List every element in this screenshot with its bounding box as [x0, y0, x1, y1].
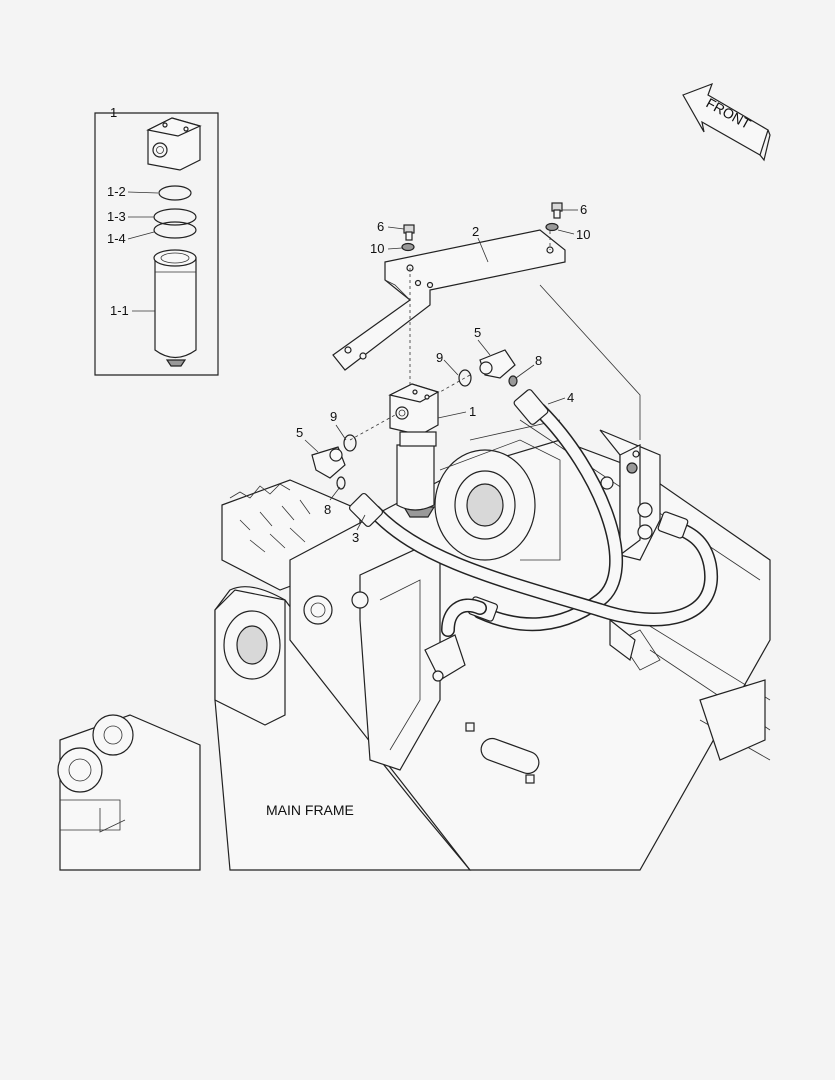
- label-oring-lower: 9: [330, 409, 337, 424]
- small-parts: [311, 202, 563, 490]
- label-washer-right: 10: [576, 227, 590, 242]
- label-seal-lower: 8: [324, 502, 331, 517]
- label-inset-1: 1: [110, 105, 117, 120]
- label-hose-upper: 4: [567, 390, 574, 405]
- label-1-3: 1-3: [107, 209, 126, 224]
- label-1-2: 1-2: [107, 184, 126, 199]
- label-fitting-upper: 5: [474, 325, 481, 340]
- label-seal-upper: 8: [535, 353, 542, 368]
- label-bolt-right: 6: [580, 202, 587, 217]
- label-1-1: 1-1: [110, 303, 129, 318]
- label-oring-upper: 9: [436, 350, 443, 365]
- assembly-lines: [349, 225, 551, 441]
- label-bolt-left: 6: [377, 219, 384, 234]
- callout-labels: 1 1-2 1-3 1-4 1-1 6 6 10 10 2 1 5 5 9 9 …: [107, 95, 754, 818]
- hydraulic-filter: [388, 383, 440, 518]
- front-direction-arrow: [682, 82, 771, 162]
- mounting-bracket: [332, 229, 566, 371]
- label-bracket: 2: [472, 224, 479, 239]
- filter-inset: [94, 112, 219, 376]
- label-washer-left: 10: [370, 241, 384, 256]
- label-1-4: 1-4: [107, 231, 126, 246]
- leader-lines: [304, 209, 578, 531]
- main-frame-label: MAIN FRAME: [266, 802, 354, 818]
- hose-assembly: [348, 389, 719, 682]
- main-frame-structure: [57, 284, 771, 871]
- label-fitting-lower: 5: [296, 425, 303, 440]
- label-filter: 1: [469, 404, 476, 419]
- label-hose-lower: 3: [352, 530, 359, 545]
